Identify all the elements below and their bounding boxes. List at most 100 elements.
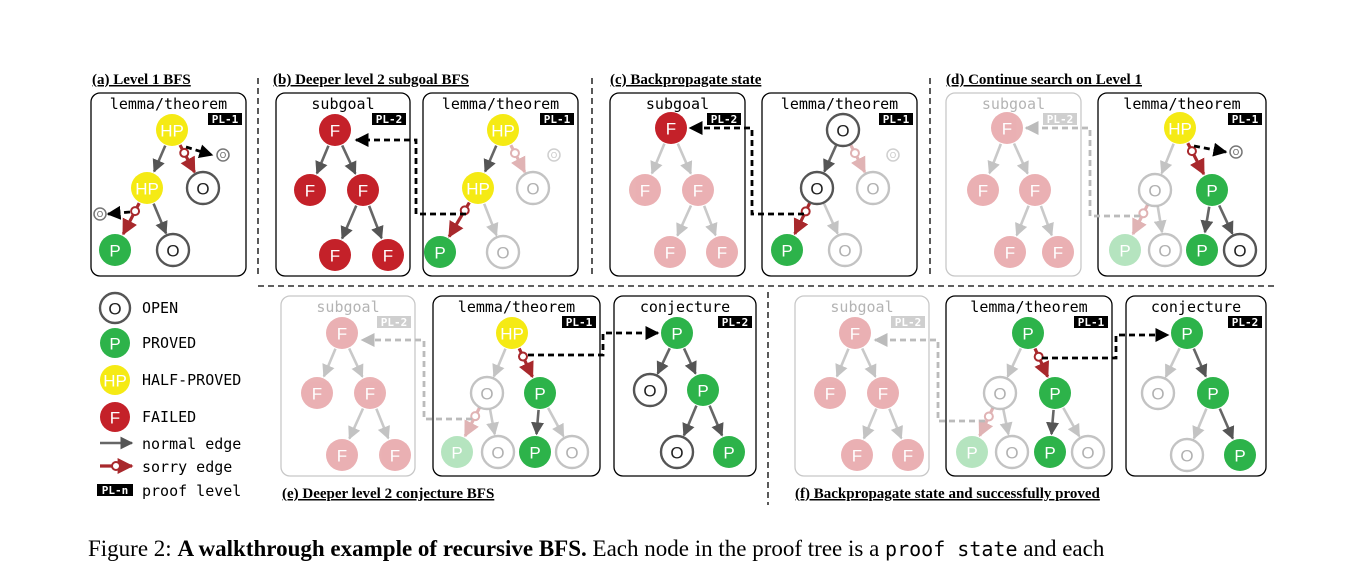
node-open: O	[554, 434, 590, 470]
mini-open-circle	[93, 207, 107, 221]
node-circle	[1169, 437, 1205, 473]
node-proved: P	[1012, 317, 1044, 349]
node-label: O	[643, 382, 656, 401]
proof-level-text: PL-2	[381, 316, 408, 329]
node-circle	[1137, 172, 1173, 208]
legend-half_proved-label: HALF-PROVED	[142, 371, 241, 389]
node-label: P	[1206, 182, 1217, 201]
normal-edge	[531, 409, 544, 436]
node-circle	[480, 434, 516, 470]
node-label: F	[1002, 120, 1012, 139]
node-open: O	[1140, 375, 1176, 411]
node-proved: P	[1034, 436, 1066, 468]
proof-level-badge	[540, 113, 574, 125]
node-half_proved: HP	[156, 114, 188, 146]
node-circle	[519, 436, 551, 468]
normal-edge	[1039, 205, 1054, 237]
node-circle	[98, 291, 132, 325]
normal-edge-line	[835, 348, 850, 378]
node-failed: F	[319, 239, 351, 271]
node-failed: F	[655, 112, 687, 144]
node-open: O	[1147, 232, 1183, 268]
mini-open-circle	[547, 148, 561, 162]
node-circle	[100, 365, 130, 395]
legend-normal-edge-label: normal edge	[142, 435, 241, 453]
node-circle	[379, 439, 411, 471]
node-label: F	[390, 447, 400, 466]
node-circle	[1147, 232, 1183, 268]
legend-sorry-edge-label: sorry edge	[142, 458, 232, 476]
node-open: O	[485, 234, 521, 270]
node-circle	[131, 172, 163, 204]
node-circle	[855, 170, 891, 206]
node-open: O	[1137, 172, 1173, 208]
node-circle	[825, 112, 861, 148]
mini-open-circle	[1229, 145, 1243, 159]
node-circle	[485, 234, 521, 270]
node-circle	[294, 174, 326, 206]
node-half_proved: HP	[496, 317, 528, 349]
panel-e-link-faded	[360, 333, 472, 421]
normal-edge	[1046, 409, 1059, 436]
caption-text-2: and each	[1017, 536, 1105, 561]
normal-edge-line	[823, 144, 838, 173]
sorry-edge-line	[978, 407, 995, 438]
caption-prefix: Figure 2:	[88, 536, 178, 561]
sorry-edge-ring	[1033, 351, 1044, 362]
node-circle	[655, 112, 687, 144]
node-label: HP	[160, 122, 184, 141]
node-circle	[1171, 317, 1203, 349]
node-label: HP	[1168, 120, 1192, 139]
mini-open-node: O	[216, 148, 230, 162]
node-failed: F	[991, 112, 1023, 144]
box-title: lemma/theorem	[458, 298, 575, 316]
normal-edge-line	[1218, 408, 1235, 440]
normal-edge	[486, 409, 499, 436]
sorry-edge	[517, 347, 534, 379]
sorry-edge-line	[463, 407, 481, 438]
node-proved: P	[1224, 439, 1256, 471]
node-label: F	[312, 385, 322, 404]
proof-level-text: PL-1	[1232, 113, 1259, 126]
panel-d-link-faded	[1024, 121, 1140, 218]
node-proved: P	[771, 234, 803, 266]
node-proved: P	[1039, 377, 1071, 409]
node-circle	[1070, 434, 1106, 470]
node-failed: F	[1042, 236, 1074, 268]
node-circle	[372, 239, 404, 271]
node-failed: F	[301, 377, 333, 409]
normal-edge-line	[987, 143, 1003, 175]
node-circle	[185, 170, 221, 206]
normal-edge-line	[492, 348, 507, 378]
node-circle	[554, 434, 590, 470]
node-label: O	[1180, 447, 1193, 466]
normal-edge-line	[486, 409, 499, 436]
node-label: F	[330, 122, 340, 141]
sorry-edge-ring	[1186, 146, 1197, 157]
sorry-edge	[1186, 142, 1206, 176]
node-circle	[1196, 174, 1228, 206]
node-open: O	[515, 170, 551, 206]
node-half_proved: HP	[462, 172, 494, 204]
node-label: F	[825, 385, 835, 404]
node-label: O	[1151, 385, 1164, 404]
node-circle	[319, 114, 351, 146]
node-label: O	[838, 242, 851, 261]
node-label: P	[723, 444, 734, 463]
node-circle	[99, 234, 131, 266]
normal-edge	[676, 204, 693, 237]
proof-level-text: PL-2	[895, 316, 922, 329]
box-title: subgoal	[311, 95, 374, 113]
node-label: F	[1053, 244, 1063, 263]
proof-level-badge	[208, 113, 242, 125]
proof-level-text: PL-2	[1047, 113, 1074, 126]
node-circle	[687, 374, 719, 406]
sorry-edge	[1131, 204, 1149, 236]
proof-level-text: PL-1	[883, 113, 910, 126]
node-proved: P	[519, 436, 551, 468]
node-proved: P	[687, 374, 719, 406]
normal-edge	[1015, 205, 1030, 237]
node-proved: P	[1197, 377, 1229, 409]
node-label: O	[993, 385, 1006, 404]
